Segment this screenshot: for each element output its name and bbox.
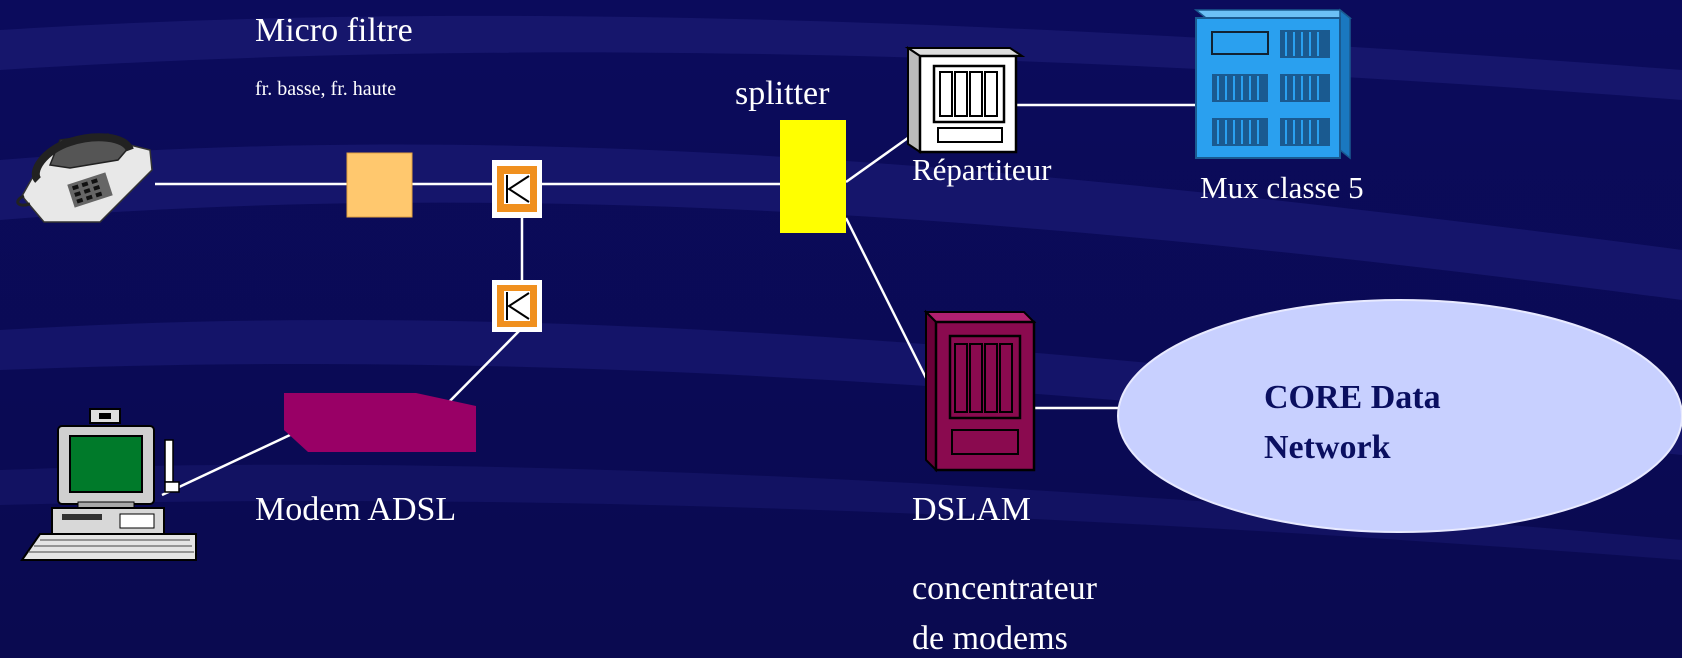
concentrateur-label-line2: de modems [912, 620, 1068, 657]
core-network-label-line2: Network [1264, 429, 1391, 466]
line-splitter-dslam [844, 217, 928, 379]
modem-adsl-shape[interactable] [284, 393, 476, 452]
filter-box-upper[interactable] [492, 160, 542, 218]
mux-label: Mux classe 5 [1200, 170, 1364, 205]
filter-box-lower[interactable] [492, 280, 542, 332]
telephone-icon[interactable] [16, 133, 153, 223]
micro-filtre-sub-label: fr. basse, fr. haute [255, 78, 397, 100]
micro-filtre-label: Micro filtre [255, 12, 413, 49]
distribution-frame-icon[interactable] [904, 46, 1026, 154]
core-network-label-line1: CORE Data [1264, 379, 1441, 416]
line-splitter-repartiteur [845, 133, 913, 184]
dslam-label: DSLAM [912, 491, 1032, 528]
line-modem-computer [161, 433, 291, 497]
splitter-box[interactable] [780, 120, 846, 233]
modem-adsl-label: Modem ADSL [255, 491, 457, 528]
repartiteur-label: Répartiteur [912, 152, 1052, 187]
core-data-network-ellipse[interactable] [1117, 299, 1682, 533]
line-filter-modem [442, 327, 523, 409]
concentrateur-label-line1: concentrateur [912, 570, 1097, 607]
splitter-label: splitter [735, 75, 830, 112]
switch-rack-icon[interactable] [1193, 8, 1353, 160]
micro-filter-box[interactable] [346, 152, 413, 218]
dslam-rack-icon[interactable] [923, 309, 1037, 473]
computer-icon[interactable] [20, 408, 197, 561]
